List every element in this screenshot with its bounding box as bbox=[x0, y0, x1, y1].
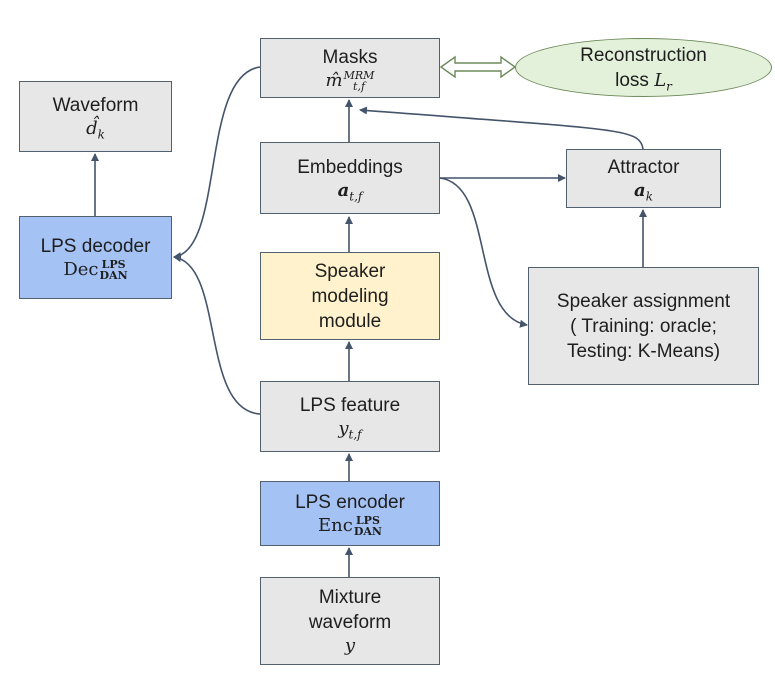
edge-feature-to-decoder bbox=[173, 254, 261, 415]
speaker-assignment-line2: ( Training: oracle; bbox=[570, 315, 717, 337]
attractor-label: Attractor bbox=[607, 157, 680, 178]
embeddings-label: Embeddings bbox=[297, 156, 403, 178]
embeddings-box: Embeddings at,f bbox=[260, 142, 440, 214]
edge-attractor-to-masks bbox=[359, 106, 644, 150]
attractor-box: Attractor ak bbox=[566, 149, 721, 208]
speaker-modeling-line1: Speaker bbox=[314, 260, 386, 282]
mixture-line1: Mixture bbox=[318, 587, 382, 608]
mixture-waveform-box: Mixture waveform y bbox=[260, 577, 440, 665]
waveform-symbol: d̂k bbox=[86, 118, 105, 142]
speaker-assignment-line1: Speaker assignment bbox=[556, 290, 731, 312]
lps-decoder-label: LPS decoder bbox=[40, 236, 151, 257]
speaker-modeling-box: Speaker modeling module bbox=[260, 252, 440, 340]
speaker-assignment-box: Speaker assignment ( Training: oracle; T… bbox=[528, 267, 759, 385]
lps-feature-symbol: yt,f bbox=[338, 418, 362, 442]
lps-feature-box: LPS feature yt,f bbox=[260, 381, 440, 452]
mixture-symbol: y bbox=[344, 635, 356, 656]
lps-encoder-label: LPS encoder bbox=[295, 492, 405, 513]
speaker-assignment-line3: Testing: K-Means) bbox=[566, 340, 721, 362]
waveform-box: Waveform d̂k bbox=[19, 81, 172, 152]
lps-feature-label: LPS feature bbox=[299, 395, 401, 416]
masks-label: Masks bbox=[322, 46, 378, 68]
edge-masks-to-decoder bbox=[173, 66, 261, 260]
speaker-modeling-line3: module bbox=[318, 310, 382, 332]
attractor-symbol: ak bbox=[634, 180, 653, 204]
reconstruction-loss-ellipse: Reconstruction loss Lr bbox=[515, 38, 772, 97]
waveform-label: Waveform bbox=[52, 95, 139, 116]
edge-masks-loss-double-arrow bbox=[439, 55, 517, 79]
reconstruction-loss-symbol: loss Lr bbox=[615, 69, 672, 94]
speaker-modeling-line2: modeling bbox=[311, 285, 389, 307]
mixture-line2: waveform bbox=[308, 612, 392, 633]
edge-embeddings-to-assignment bbox=[439, 177, 528, 328]
embeddings-symbol: at,f bbox=[337, 179, 363, 204]
reconstruction-loss-label: Reconstruction bbox=[580, 44, 707, 66]
